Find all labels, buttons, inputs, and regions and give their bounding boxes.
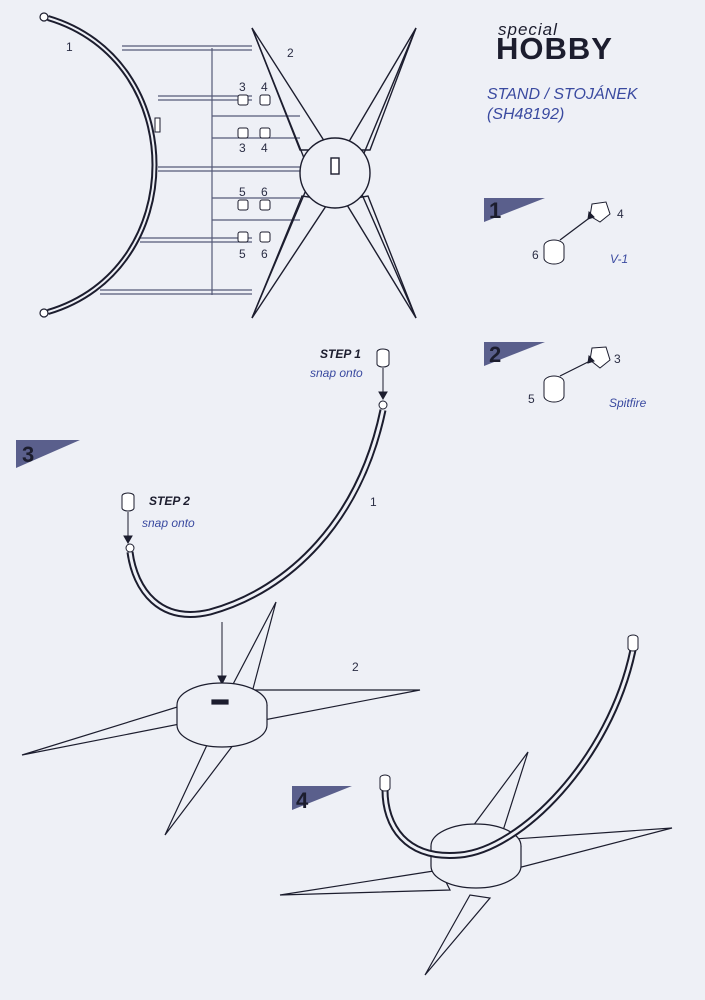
sprue-part-1-arc: [39, 12, 161, 318]
sprue-label-4-bottom: 4: [261, 141, 268, 155]
sprue-label-6-top: 6: [261, 185, 268, 199]
sprue-label-5-top: 5: [239, 185, 246, 199]
step2-caption: Spitfire: [609, 396, 647, 410]
step2-part-b: 5: [528, 392, 535, 406]
step3-sub2-text: snap onto: [142, 516, 195, 530]
step3-number: 3: [22, 442, 35, 467]
sprue-label-part-1: 1: [66, 40, 73, 54]
step1-part-a: 4: [617, 207, 624, 221]
sheet-title: STAND / STOJÁNEK: [487, 86, 638, 103]
sprue-label-5-bottom: 5: [239, 247, 246, 261]
step3-part-1-label: 1: [370, 495, 377, 509]
step4-base: [279, 751, 673, 976]
step-flags: [16, 198, 545, 810]
step4-arc: [379, 634, 639, 859]
logo-special-text: special: [498, 20, 558, 39]
sprue-frame: [100, 45, 302, 295]
sprue-label-6-bottom: 6: [261, 247, 268, 261]
step3-sub2-title: STEP 2: [149, 494, 190, 508]
step1-part-b: 6: [532, 248, 539, 262]
step3-arrows: [123, 368, 388, 686]
sprue-label-3-bottom: 3: [239, 141, 246, 155]
step2-number: 2: [489, 342, 502, 367]
step3-arc: [125, 400, 388, 618]
sprue-part-2-base: [251, 27, 417, 319]
sprue-label-part-2: 2: [287, 46, 294, 60]
step3-pegs: [121, 348, 390, 512]
step1-assembly: [543, 201, 611, 265]
sheet-code: (SH48192): [487, 106, 565, 123]
logo-hobby-text: HOBBY: [496, 31, 613, 66]
sprue-label-3-top: 3: [239, 80, 246, 94]
step1-caption: V-1: [610, 252, 629, 266]
step3-sub1-text: snap onto: [310, 366, 363, 380]
step4-number: 4: [296, 788, 309, 813]
step1-number: 1: [489, 198, 502, 223]
step3-base: [21, 601, 421, 836]
sprue-label-4-top: 4: [261, 80, 268, 94]
sprue-small-parts: [237, 94, 271, 243]
step2-assembly: [543, 346, 611, 403]
step2-part-a: 3: [614, 352, 621, 366]
step3-part-2-label: 2: [352, 660, 359, 674]
step3-sub1-title: STEP 1: [320, 347, 361, 361]
